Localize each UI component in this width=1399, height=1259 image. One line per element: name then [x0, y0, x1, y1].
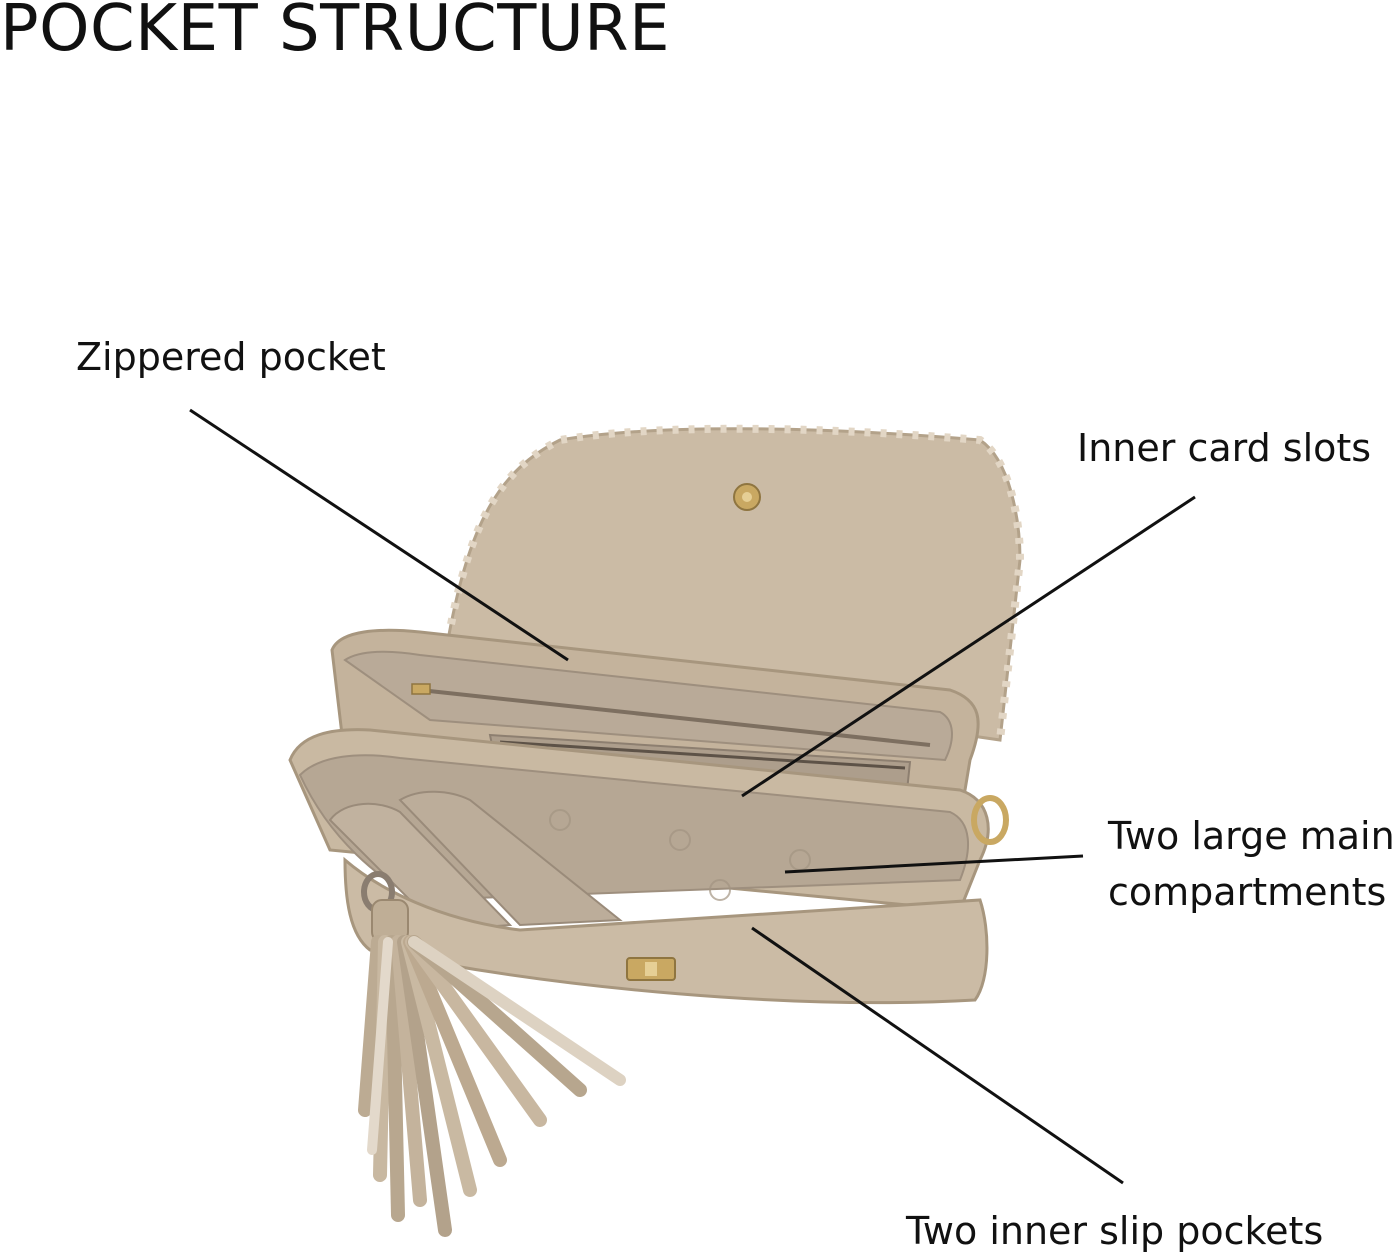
- label-zippered-pocket: Zippered pocket: [76, 335, 386, 379]
- page-title: POCKET STRUCTURE: [0, 0, 671, 66]
- zipper-pull-icon: [411, 683, 431, 695]
- leader-line-inner-slip-pockets: [751, 926, 1124, 1185]
- label-inner-slip-pockets: Two inner slip pockets: [906, 1209, 1324, 1253]
- leader-line-main-compartments: [784, 854, 1084, 874]
- inner-slip-pocket-right: [328, 802, 513, 932]
- label-main-compartments: Two large main compartments: [1108, 808, 1395, 920]
- zipper-track: [419, 688, 931, 747]
- flap-stitching: [444, 424, 1025, 741]
- leader-line-zippered-pocket: [189, 408, 569, 662]
- inner-slip-pocket-left: [398, 790, 623, 927]
- bag-front-panel: [343, 856, 989, 1005]
- leader-line-inner-card-slots: [741, 495, 1196, 798]
- tassel: [358, 899, 626, 1237]
- label-main-compartments-line1: Two large main: [1108, 814, 1395, 858]
- label-inner-card-slots: Inner card slots: [1077, 426, 1372, 470]
- strap-ring-right: [971, 795, 1009, 845]
- label-main-compartments-line2: compartments: [1108, 870, 1387, 914]
